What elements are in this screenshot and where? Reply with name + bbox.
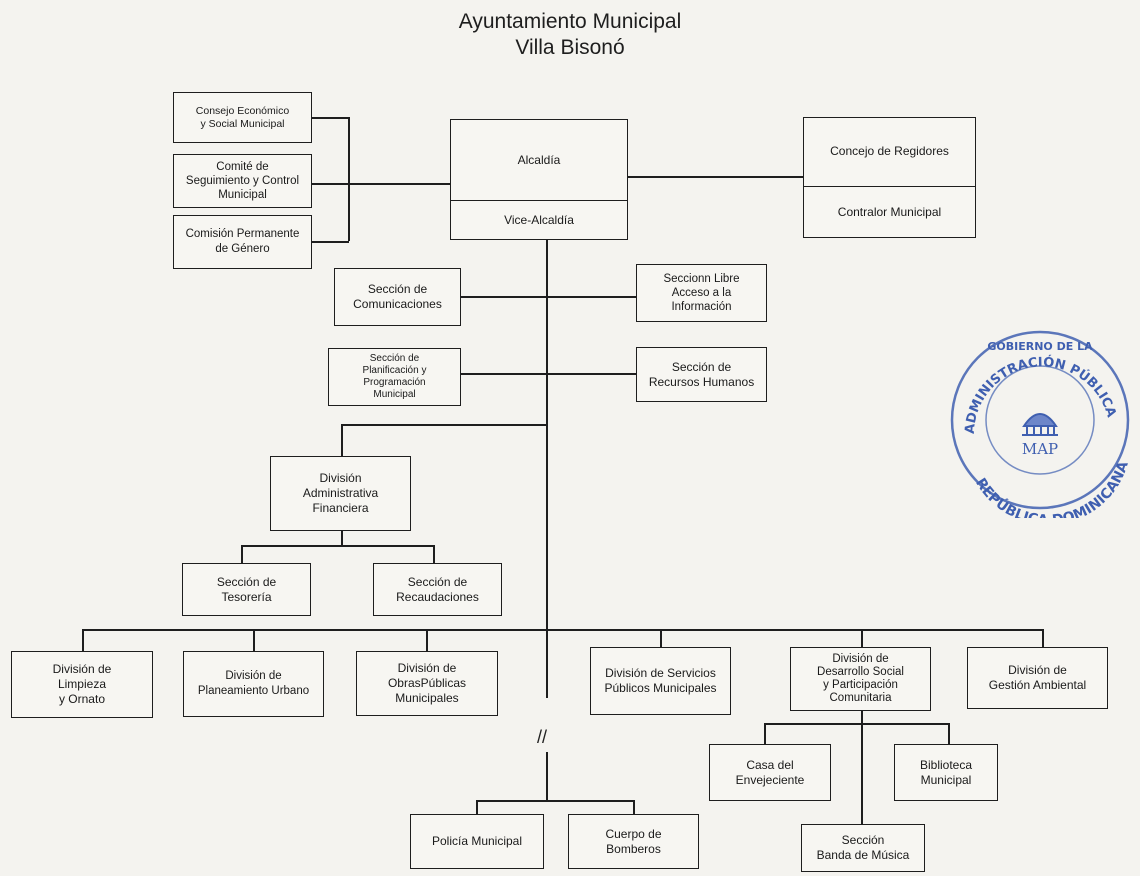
svg-text:REPÚBLICA DOMINICANA: REPÚBLICA DOMINICANA [972,459,1132,518]
connector [1042,629,1044,647]
box-comite-seguimiento: Comité de Seguimiento y Control Municipa… [173,154,312,208]
box-division-servicios: División de Servicios Públicos Municipal… [590,647,731,715]
chart-title-line2: Villa Bisonó [515,36,625,59]
connector [241,545,434,547]
connector [433,545,435,563]
connector [341,424,343,457]
connector [311,183,451,185]
official-seal: ADMINISTRACIÓN PÚBLICA REPÚBLICA DOMINIC… [950,330,1132,518]
box-comision-genero: Comisión Permanente de Género [173,215,312,269]
connector [460,296,637,298]
box-seccion-rrhh: Sección de Recursos Humanos [636,347,767,402]
connector [660,629,662,647]
connector [476,800,478,814]
connector [476,800,634,802]
connector [311,117,349,119]
box-division-admin-financiera: División Administrativa Financiera [270,456,411,531]
box-alcaldia-group: Alcaldía Vice-Alcaldía [450,119,628,240]
box-vice-alcaldia: Vice-Alcaldía [504,212,574,227]
box-seccion-libre-acceso: Seccionn Libre Acceso a la Información [636,264,767,322]
box-policia-municipal: Policía Municipal [410,814,544,869]
box-consejo-economico: Consejo Económico y Social Municipal [173,92,312,143]
box-contralor: Contralor Municipal [837,204,942,219]
connector [764,723,949,725]
box-seccion-recaudaciones: Sección de Recaudaciones [373,563,502,616]
connector [460,373,637,375]
divider [451,200,627,201]
building-icon [1022,413,1058,436]
seal-center-text: MAP [1022,440,1058,458]
box-casa-envejeciente: Casa del Envejeciente [709,744,831,801]
box-seccion-tesoreria: Sección de Tesorería [182,563,311,616]
connector [861,629,863,647]
box-division-obras: División de ObrasPúblicas Municipales [356,651,498,716]
box-division-planeamiento: División de Planeamiento Urbano [183,651,324,717]
connector [241,545,243,563]
box-concejo-regidores: Concejo de Regidores [830,144,949,158]
connector [82,629,84,651]
box-biblioteca: Biblioteca Municipal [894,744,998,801]
connector [546,752,548,800]
connector [546,240,548,698]
connector [348,117,350,241]
box-division-limpieza: División de Limpieza y Ornato [11,651,153,718]
line-break-mark: // [537,727,548,747]
box-division-desarrollo: División de Desarrollo Social y Particip… [790,647,931,711]
box-concejo-group: Concejo de Regidores Contralor Municipal [803,117,976,238]
box-banda-musica: Sección Banda de Música [801,824,925,872]
box-cuerpo-bomberos: Cuerpo de Bomberos [568,814,699,869]
connector [341,530,343,546]
connector [426,629,428,651]
connector [341,424,547,426]
box-division-ambiental: División de Gestión Ambiental [967,647,1108,709]
connector [82,629,1043,631]
divider [804,186,975,187]
connector [861,710,863,824]
box-seccion-comunicaciones: Sección de Comunicaciones [334,268,461,326]
connector [311,241,349,243]
connector [627,176,803,178]
box-seccion-planificacion: Sección de Planificación y Programación … [328,348,461,406]
box-alcaldia: Alcaldía [517,152,561,167]
connector [948,723,950,744]
chart-title-line1: Ayuntamiento Municipal [458,10,682,33]
connector [764,723,766,744]
seal-header-text: GOBIERNO DE LA [987,340,1093,353]
connector [253,629,255,651]
seal-bottom-text: REPÚBLICA DOMINICANA [972,459,1132,518]
connector [633,800,635,814]
